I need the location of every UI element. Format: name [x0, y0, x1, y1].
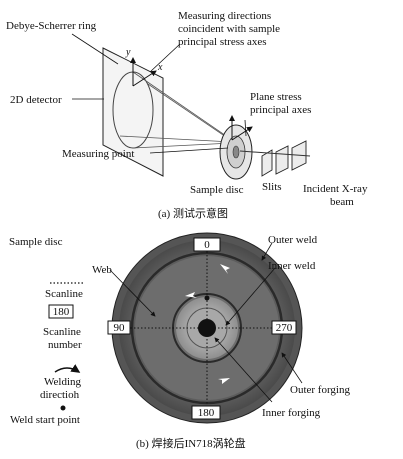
axis-x-label: x [157, 62, 163, 73]
welding-direction-line-1: Welding [44, 376, 81, 388]
plane-stress-axes [229, 115, 253, 141]
panel-b: 0 90 270 180 180 Sample disc [9, 232, 350, 450]
detector-plate [102, 47, 164, 177]
detector-axes [130, 57, 157, 87]
measuring-point-label: Measuring point [62, 148, 134, 160]
angle-box-left: 90 [107, 320, 131, 335]
panel-a: y x Debye-Scherrer ring Measuring dire [6, 10, 368, 220]
inner-forging-label: Inner forging [262, 407, 321, 419]
angle-bottom-label: 180 [198, 407, 215, 419]
axis-y-label: y [125, 47, 131, 58]
plane-stress-line-2: principal axes [250, 104, 311, 116]
incident-beam [239, 150, 311, 157]
weld-start-point-marker [204, 295, 210, 301]
angle-top-label: 0 [204, 239, 210, 251]
debye-ring-label: Debye-Scherrer ring [6, 20, 97, 32]
caption-a: (a) 测试示意图 [158, 206, 228, 220]
slits-label: Slits [262, 181, 282, 193]
caption-b: (b) 焊接后IN718涡轮盘 [136, 436, 246, 450]
sample-disc-hub [232, 145, 240, 159]
legend-scanline-number-box-text: 180 [53, 306, 70, 318]
plane-stress-line-1: Plane stress [250, 91, 302, 103]
incident-beam-line-2: beam [330, 196, 354, 208]
panel-b-leaders [109, 242, 303, 403]
inner-weld-label: Inner weld [268, 260, 316, 272]
welding-direction-arrows [185, 264, 230, 384]
sample-disc-b-label: Sample disc [9, 236, 63, 248]
angle-box-top: 0 [193, 237, 221, 252]
angle-box-right: 270 [271, 320, 297, 335]
angle-right-label: 270 [276, 322, 293, 334]
outer-forging-label: Outer forging [290, 384, 350, 396]
welding-direction-line-2: directioh [40, 389, 80, 401]
legend-scanline-number-box [48, 304, 74, 319]
legend-weld-start-dot [60, 405, 66, 411]
detector-label: 2D detector [10, 94, 62, 106]
measuring-directions-line-1: Measuring directions [178, 10, 271, 22]
measuring-directions-line-3: principal stress axes [178, 36, 267, 48]
incident-beam-line-1: Incident X-ray [303, 183, 368, 195]
angle-box-bottom: 180 [191, 405, 221, 420]
angle-left-label: 90 [114, 322, 126, 334]
web-label: Web [92, 264, 112, 276]
outer-weld-label: Outer weld [268, 234, 318, 246]
legend-welding-direction-swatch [54, 364, 81, 373]
weld-start-point-label: Weld start point [10, 414, 80, 426]
measuring-directions-line-2: coincident with sample [178, 23, 280, 35]
scanline-number-line-1: Scanline [43, 326, 81, 338]
panel-a-leaders [71, 33, 247, 154]
scanline-number-line-2: number [48, 339, 82, 351]
slits [261, 140, 307, 177]
sample-disc-a-label: Sample disc [190, 184, 244, 196]
center-bore [198, 319, 216, 337]
scanline-label: Scanline [45, 288, 83, 300]
scanlines [127, 248, 287, 408]
diffraction-cone [119, 71, 233, 149]
